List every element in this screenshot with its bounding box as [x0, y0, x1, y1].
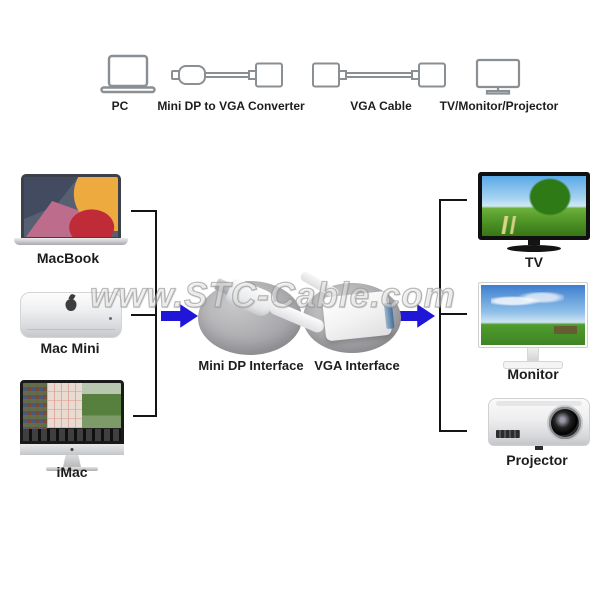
macbook-connector-line [131, 210, 157, 212]
legend-label-pc: PC [111, 99, 129, 113]
macbook-base [14, 238, 128, 245]
projector-lens [547, 405, 583, 441]
tv-screen [478, 172, 590, 240]
imac-image [20, 380, 124, 471]
left-bracket-line [155, 210, 157, 417]
monitor-screen [481, 285, 585, 345]
legend-label-display: TV/Monitor/Projector [439, 99, 559, 113]
mac-mini-image [20, 292, 122, 338]
mac-mini-connector-line [131, 314, 157, 316]
macbook-screen [21, 174, 121, 240]
output-label-projector: Projector [506, 452, 568, 468]
right-bracket-line [439, 199, 441, 432]
monitor-connector-line [439, 313, 467, 315]
display-icon [475, 58, 521, 96]
projector-image [488, 398, 590, 450]
output-label-tv: TV [525, 254, 543, 270]
source-label-macbook: MacBook [36, 250, 100, 266]
adapter-label-vga: VGA Interface [314, 358, 400, 373]
source-label-imac: iMac [56, 464, 88, 480]
apple-logo-icon [70, 448, 74, 451]
source-label-mac-mini: Mac Mini [40, 340, 100, 356]
output-label-monitor: Monitor [507, 366, 559, 382]
tv-connector-line [439, 199, 467, 201]
imac-screen [20, 380, 124, 444]
imac-connector-line [133, 415, 157, 417]
adapter-label-minidp: Mini DP Interface [198, 358, 304, 373]
legend-label-converter: Mini DP to VGA Converter [157, 99, 305, 113]
vga-cable-icon [312, 60, 446, 90]
legend-label-vga-cable: VGA Cable [350, 99, 412, 113]
laptop-icon [100, 54, 156, 94]
monitor-image [478, 282, 588, 369]
projector-connector-line [439, 430, 467, 432]
power-led [109, 317, 112, 320]
minidp-to-vga-converter-icon [171, 60, 291, 90]
watermark: www.STC-Cable.com [89, 275, 456, 315]
macbook-image [14, 174, 128, 250]
apple-logo-icon [65, 299, 77, 311]
tv-image [478, 172, 590, 252]
